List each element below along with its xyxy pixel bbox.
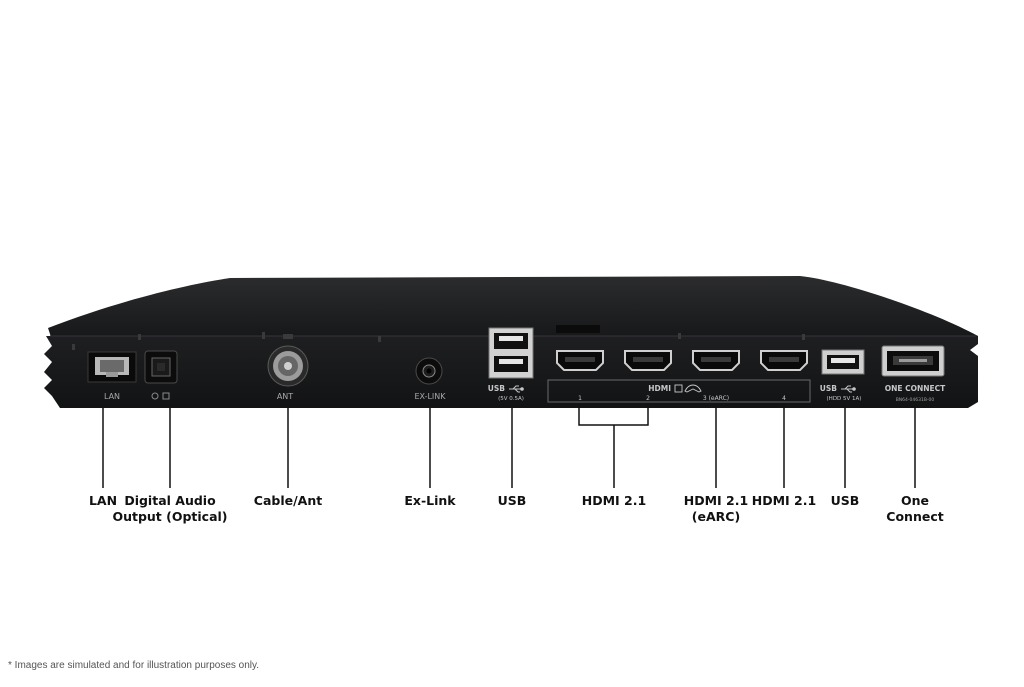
one-connect-port-icon	[881, 345, 945, 377]
callout-hdmi-1-2: HDMI 2.1	[581, 493, 647, 508]
callout-ex-link: Ex-Link	[404, 493, 456, 508]
usb-trident-icon	[841, 385, 856, 393]
callout-lan: LAN	[88, 493, 118, 508]
optical-port-icon	[144, 350, 178, 384]
hdmi-1-label: 1	[578, 395, 582, 402]
box-top-surface	[48, 276, 978, 340]
hdmi-port-4-icon	[760, 350, 808, 371]
usb-left-spec: (5V 0.5A)	[498, 396, 524, 402]
hdmi-port-3-icon	[692, 350, 740, 371]
callout-one-connect: One Connect	[886, 493, 944, 524]
exlink-jack-icon	[415, 357, 443, 385]
callout-optical: Digital Audio Output (Optical)	[112, 493, 228, 524]
hdmi-4-label: 4	[782, 395, 786, 402]
game-mode-icon	[674, 384, 702, 393]
coax-port-icon	[267, 334, 309, 387]
hdmi-port-1-icon	[556, 350, 604, 371]
hdmi-port-2-icon	[624, 350, 672, 371]
callout-hdmi-4: HDMI 2.1	[751, 493, 817, 508]
leader-lines	[102, 404, 916, 488]
hdmi-group-frame	[547, 379, 811, 403]
lan-port-icon	[87, 351, 137, 383]
one-connect-label: ONE CONNECT	[885, 384, 946, 393]
callout-hdmi-3-earc: HDMI 2.1 (eARC)	[683, 493, 749, 524]
callout-usb-right: USB	[830, 493, 860, 508]
usb-trident-icon	[509, 385, 524, 393]
callout-usb-left: USB	[497, 493, 527, 508]
ant-port-label: ANT	[277, 392, 293, 401]
callout-cable-ant: Cable/Ant	[253, 493, 323, 508]
usb-right-port-icon	[821, 349, 865, 375]
lan-port-label: LAN	[104, 392, 120, 401]
usb-dual-port-icon	[488, 327, 534, 379]
hdmi-group-label: HDMI	[648, 384, 671, 393]
model-number: BN64-04631B-00	[896, 397, 935, 403]
hdmi-2-label: 2	[646, 395, 650, 402]
hdmi-3-label: 3 (eARC)	[703, 395, 729, 402]
exlink-port-label: EX-LINK	[414, 392, 446, 401]
usb-left-label: USB	[488, 384, 505, 393]
usb-right-label: USB	[820, 384, 837, 393]
usb-right-spec: (HDD 5V 1A)	[827, 396, 862, 402]
disclaimer-text: * Images are simulated and for illustrat…	[8, 660, 260, 671]
